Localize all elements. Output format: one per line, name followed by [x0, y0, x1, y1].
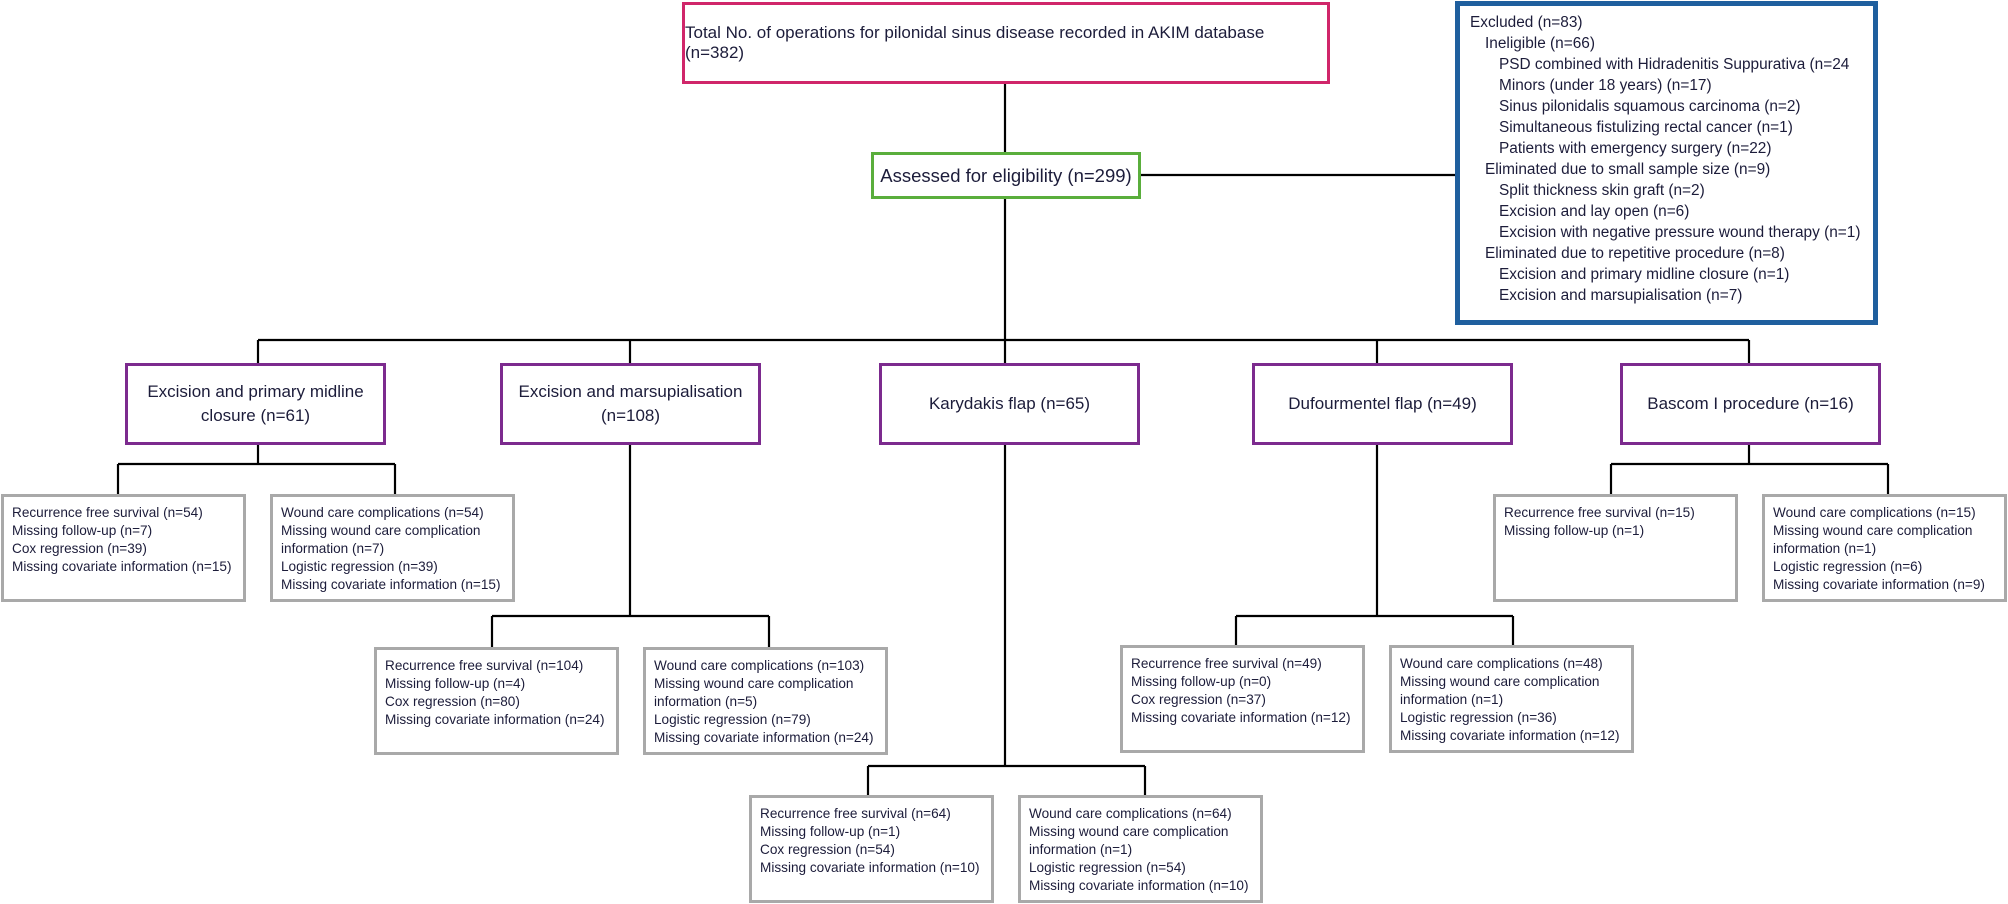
outcome-line: Cox regression (n=39) [12, 541, 147, 556]
wound-outcome-box: Wound care complications (n=54) Missing … [270, 494, 515, 602]
outcome-line: Recurrence free survival (n=54) [12, 505, 203, 520]
outcome-line: Wound care complications (n=54) [281, 505, 484, 520]
outcome-line: Cox regression (n=37) [1131, 692, 1266, 707]
outcome-line: Missing follow-up (n=4) [385, 676, 526, 691]
recurrence-outcome-box: Recurrence free survival (n=15) Missing … [1493, 494, 1738, 602]
ineligible-item: Sinus pilonidalis squamous carcinoma (n=… [1499, 98, 1801, 115]
recurrence-outcome-box: Recurrence free survival (n=64) Missing … [749, 795, 994, 903]
outcome-line: Logistic regression (n=39) [281, 559, 438, 574]
outcome-line: Missing follow-up (n=1) [1504, 523, 1645, 538]
outcome-line: Logistic regression (n=6) [1773, 559, 1923, 574]
small-sample-item: Excision and lay open (n=6) [1499, 203, 1690, 220]
total-operations-label: Total No. of operations for pilonidal si… [685, 23, 1265, 62]
outcome-line: information (n=5) [654, 694, 758, 709]
outcome-line: Wound care complications (n=103) [654, 658, 865, 673]
repetitive-item: Excision and marsupialisation (n=7) [1499, 287, 1743, 304]
procedure-box-karydakis-flap: Karydakis flap (n=65) [879, 363, 1140, 445]
wound-outcome-box: Wound care complications (n=103) Missing… [643, 647, 888, 755]
outcome-line: information (n=1) [1773, 541, 1877, 556]
procedure-label: Excision and primary midline closure (n=… [147, 382, 364, 425]
outcome-line: Missing covariate information (n=12) [1400, 728, 1620, 743]
outcome-line: Missing covariate information (n=10) [1029, 878, 1249, 893]
small-sample-item: Excision with negative pressure wound th… [1499, 224, 1861, 241]
outcome-line: information (n=1) [1029, 842, 1133, 857]
total-operations-box: Total No. of operations for pilonidal si… [682, 2, 1330, 84]
ineligible-item: Simultaneous fistulizing rectal cancer (… [1499, 119, 1793, 136]
procedure-box-bascom-procedure: Bascom I procedure (n=16) [1620, 363, 1881, 445]
procedure-label: Bascom I procedure (n=16) [1647, 394, 1854, 413]
procedure-box-marsupialisation: Excision and marsupialisation (n=108) [500, 363, 761, 445]
ineligible-item: PSD combined with Hidradenitis Suppurati… [1499, 56, 1850, 73]
repetitive-heading: Eliminated due to repetitive procedure (… [1485, 245, 1785, 262]
assessed-eligibility-box: Assessed for eligibility (n=299) [871, 152, 1141, 199]
outcome-line: Missing wound care complication [1029, 824, 1229, 839]
procedure-label: Excision and marsupialisation (n=108) [518, 382, 743, 425]
outcome-line: Wound care complications (n=48) [1400, 656, 1603, 671]
outcome-line: Logistic regression (n=79) [654, 712, 811, 727]
outcome-line: Missing covariate information (n=24) [385, 712, 605, 727]
outcome-line: Missing covariate information (n=15) [281, 577, 501, 592]
outcome-line: Recurrence free survival (n=104) [385, 658, 584, 673]
outcome-line: Missing wound care complication [1400, 674, 1600, 689]
outcome-line: Missing wound care complication [281, 523, 481, 538]
outcome-line: Cox regression (n=80) [385, 694, 520, 709]
outcome-line: Missing follow-up (n=0) [1131, 674, 1272, 689]
small-sample-heading: Eliminated due to small sample size (n=9… [1485, 161, 1771, 178]
outcome-line: Logistic regression (n=36) [1400, 710, 1557, 725]
wound-outcome-box: Wound care complications (n=15) Missing … [1762, 494, 2007, 602]
assessed-eligibility-label: Assessed for eligibility (n=299) [880, 164, 1132, 186]
procedure-label: Karydakis flap (n=65) [928, 394, 1091, 413]
outcome-line: Wound care complications (n=64) [1029, 806, 1232, 821]
outcome-line: Recurrence free survival (n=64) [760, 806, 951, 821]
outcome-line: Missing wound care complication [654, 676, 854, 691]
outcome-line: Missing covariate information (n=9) [1773, 577, 1985, 592]
outcome-line: Missing covariate information (n=10) [760, 860, 980, 875]
recurrence-outcome-box: Recurrence free survival (n=49) Missing … [1120, 645, 1365, 753]
ineligible-item: Patients with emergency surgery (n=22) [1499, 140, 1772, 157]
outcome-line: Wound care complications (n=15) [1773, 505, 1976, 520]
outcome-line: Missing covariate information (n=12) [1131, 710, 1351, 725]
outcome-line: information (n=1) [1400, 692, 1504, 707]
excluded-box: Excluded (n=83) Ineligible (n=66) PSD co… [1455, 1, 1878, 325]
outcome-line: Missing follow-up (n=1) [760, 824, 901, 839]
procedure-label: Dufourmentel flap (n=49) [1288, 394, 1477, 413]
small-sample-item: Split thickness skin graft (n=2) [1499, 182, 1705, 199]
outcome-line: Missing covariate information (n=15) [12, 559, 232, 574]
outcome-line: Recurrence free survival (n=49) [1131, 656, 1322, 671]
recurrence-outcome-box: Recurrence free survival (n=54) Missing … [1, 494, 246, 602]
ineligible-item: Minors (under 18 years) (n=17) [1499, 77, 1712, 94]
outcome-line: information (n=7) [281, 541, 385, 556]
procedure-box-primary-midline-closure: Excision and primary midline closure (n=… [125, 363, 386, 445]
excluded-title: Excluded (n=83) [1470, 14, 1583, 31]
outcome-line: Missing covariate information (n=24) [654, 730, 874, 745]
recurrence-outcome-box: Recurrence free survival (n=104) Missing… [374, 647, 619, 755]
outcome-line: Missing follow-up (n=7) [12, 523, 153, 538]
ineligible-heading: Ineligible (n=66) [1485, 35, 1595, 52]
outcome-line: Logistic regression (n=54) [1029, 860, 1186, 875]
outcome-line: Recurrence free survival (n=15) [1504, 505, 1695, 520]
outcome-line: Missing wound care complication [1773, 523, 1973, 538]
repetitive-item: Excision and primary midline closure (n=… [1499, 266, 1790, 283]
outcome-line: Cox regression (n=54) [760, 842, 895, 857]
wound-outcome-box: Wound care complications (n=64) Missing … [1018, 795, 1263, 903]
wound-outcome-box: Wound care complications (n=48) Missing … [1389, 645, 1634, 753]
procedure-box-dufourmentel-flap: Dufourmentel flap (n=49) [1252, 363, 1513, 445]
